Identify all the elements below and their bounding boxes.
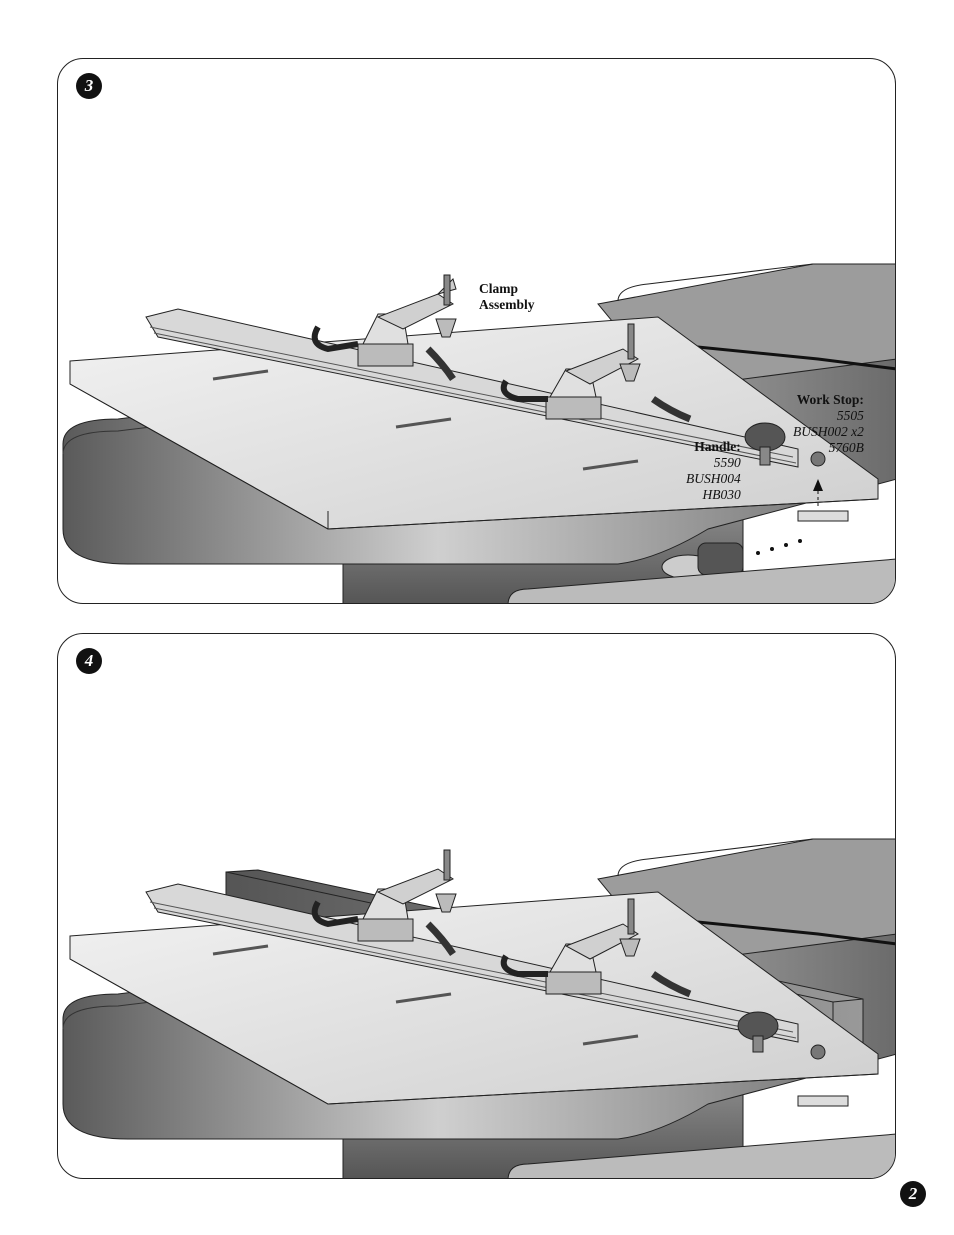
sled-illustration-step-4 xyxy=(62,838,895,1178)
sled-illustration-step-3 xyxy=(62,263,895,603)
toggle-clamp-2 xyxy=(500,323,692,423)
step-3-panel: 3 xyxy=(57,58,896,604)
miter-bar xyxy=(797,1095,849,1107)
toggle-clamp-2 xyxy=(500,898,692,998)
handle-knob xyxy=(744,422,786,466)
handle-knob xyxy=(737,1011,779,1053)
work-stop xyxy=(810,451,826,507)
miter-bar xyxy=(797,510,849,522)
step-number-badge: 3 xyxy=(76,73,102,99)
clamp-assembly-label: Clamp Assembly xyxy=(479,281,535,312)
hardware-assembly xyxy=(661,539,802,580)
work-stop-label: Work Stop: 5505 BUSH002 x2 5760B xyxy=(793,392,864,455)
step-4-panel: 4 xyxy=(57,633,896,1179)
toggle-clamp-1 xyxy=(311,274,457,381)
toggle-clamp-1 xyxy=(311,849,457,956)
page-number: 2 xyxy=(900,1181,926,1207)
step-number-badge: 4 xyxy=(76,648,102,674)
handle-label: Handle: 5590 BUSH004 HB030 xyxy=(686,439,741,502)
work-stop xyxy=(810,1044,826,1060)
